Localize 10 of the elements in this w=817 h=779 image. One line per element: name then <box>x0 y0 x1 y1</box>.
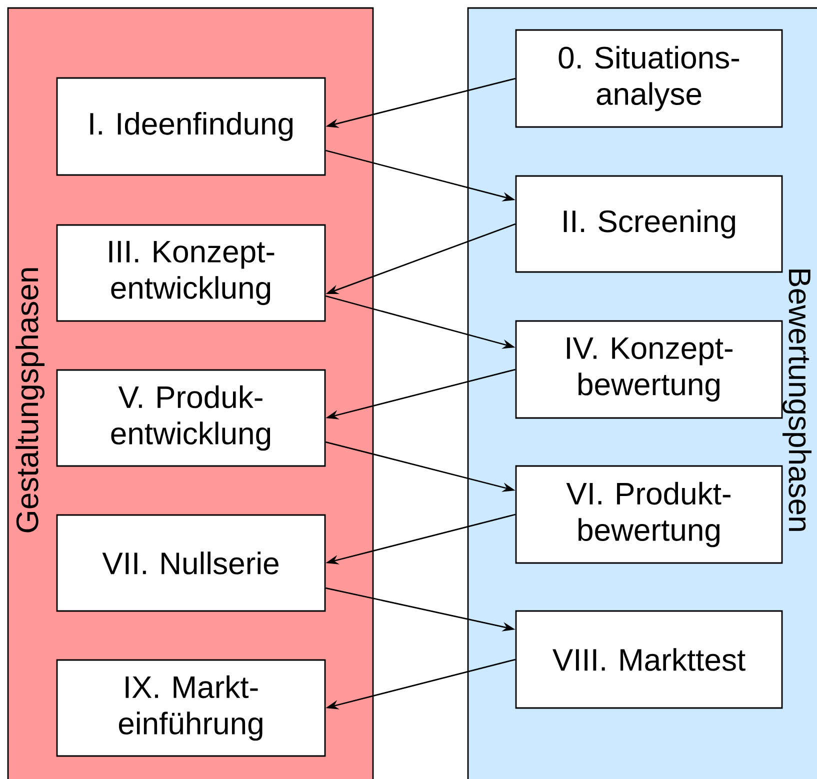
phase-box: V. Produk- entwicklung <box>56 369 326 467</box>
phase-box: IX. Markt- einführung <box>56 659 326 757</box>
phase-box: I. Ideenfindung <box>56 77 326 176</box>
phase-box: VI. Produkt- bewertung <box>515 465 783 564</box>
phase-box: IV. Konzept- bewertung <box>515 320 783 419</box>
phase-box: 0. Situations- analyse <box>515 29 783 128</box>
phase-box: VIII. Markttest <box>515 610 783 709</box>
phase-box: II. Screening <box>515 175 783 273</box>
phase-box: III. Konzept- entwicklung <box>56 224 326 322</box>
phase-box: VII. Nullserie <box>56 514 326 612</box>
